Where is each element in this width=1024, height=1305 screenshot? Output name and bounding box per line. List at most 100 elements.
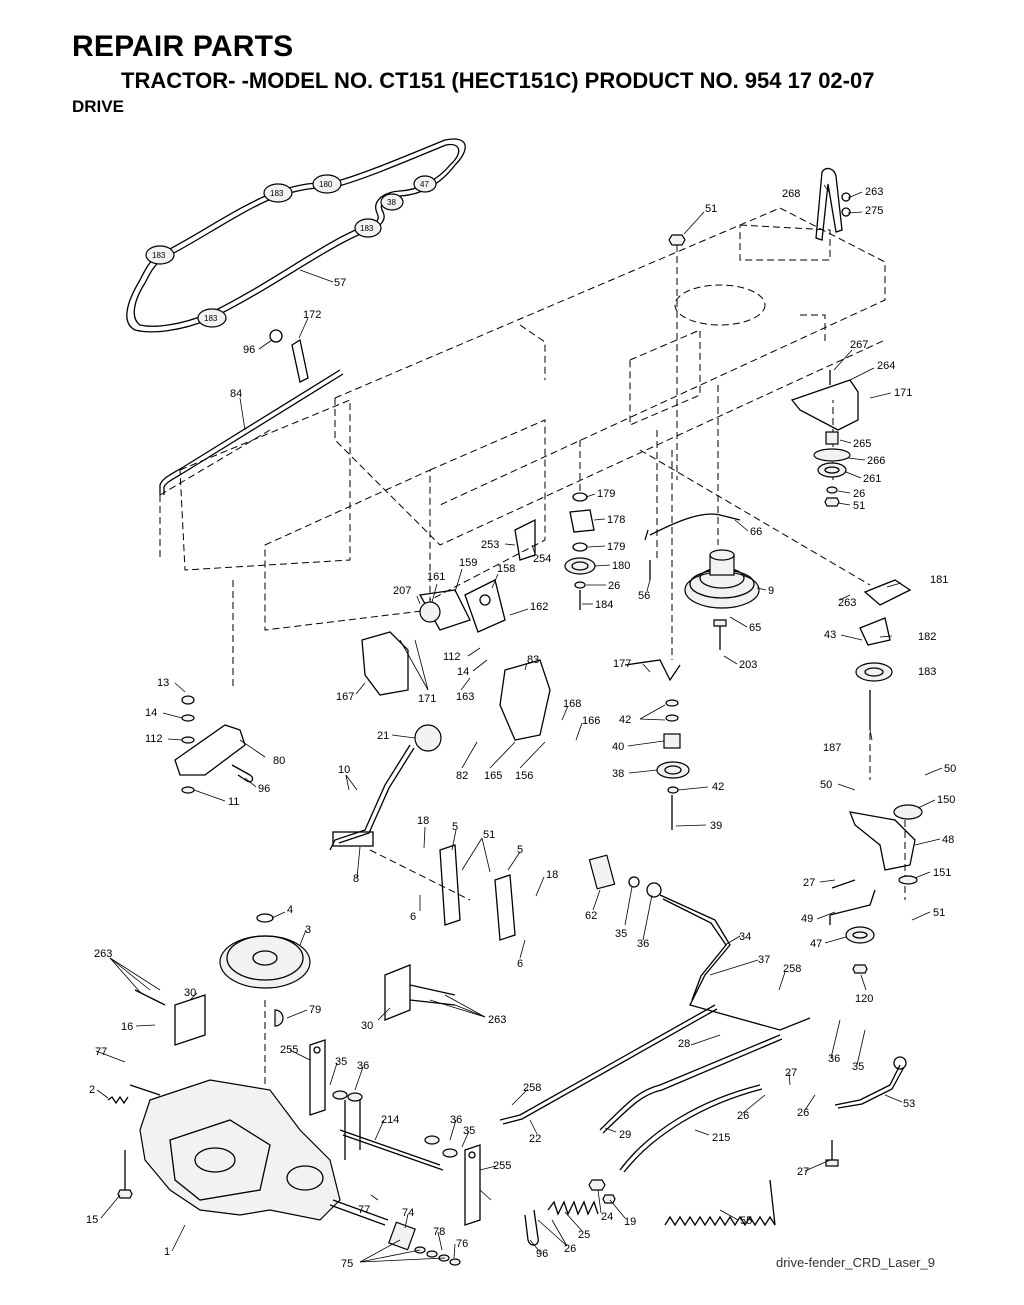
callout-42: 42 — [619, 714, 631, 726]
callout-36c: 36 — [450, 1114, 462, 1126]
callout-labels: 57 268 263 275 51 172 96 84 267 264 171 … — [86, 186, 956, 1270]
callout-5b: 5 — [517, 844, 523, 856]
bracket-172 — [269, 329, 309, 383]
model-subtitle: TRACTOR- -MODEL NO. CT151 (HECT151C) PRO… — [121, 68, 875, 93]
callout-266: 266 — [867, 455, 885, 467]
svg-text:180: 180 — [319, 180, 333, 189]
callout-150: 150 — [937, 794, 955, 806]
leader-lines — [95, 184, 943, 1263]
callout-62: 62 — [585, 910, 597, 922]
bolt-27 — [825, 1140, 839, 1167]
drawing-id: drive-fender_CRD_Laser_9 — [776, 1255, 935, 1270]
callout-30: 30 — [184, 987, 196, 999]
bracket-158 — [464, 579, 506, 633]
transmission-1 — [129, 1079, 389, 1226]
bracket-5-left — [439, 844, 461, 926]
callout-182: 182 — [918, 631, 936, 643]
spring-55 — [664, 1179, 776, 1227]
callout-35c: 35 — [463, 1125, 475, 1137]
callout-34: 34 — [739, 931, 751, 943]
callout-78: 78 — [433, 1226, 445, 1238]
callout-77: 77 — [95, 1046, 107, 1058]
callout-159: 159 — [459, 557, 477, 569]
callout-55: 55 — [740, 1215, 752, 1227]
callout-187: 187 — [823, 742, 841, 754]
callout-179: 179 — [597, 488, 615, 500]
callout-48: 48 — [942, 834, 954, 846]
callout-162: 162 — [530, 601, 548, 613]
callout-96b: 96 — [258, 783, 270, 795]
callout-22: 22 — [529, 1133, 541, 1145]
svg-text:38: 38 — [387, 198, 396, 207]
callout-51: 51 — [705, 203, 717, 215]
callout-36: 36 — [637, 938, 649, 950]
callout-35d: 35 — [852, 1061, 864, 1073]
callout-258: 258 — [783, 963, 801, 975]
callout-26c: 26 — [737, 1110, 749, 1122]
callout-5: 5 — [452, 821, 458, 833]
svg-text:183: 183 — [152, 251, 166, 260]
callout-14b: 14 — [145, 707, 157, 719]
callout-49: 49 — [801, 913, 813, 925]
svg-text:183: 183 — [360, 224, 374, 233]
callout-179b: 179 — [607, 541, 625, 553]
bracket-167 — [361, 631, 409, 696]
centerlines — [232, 245, 906, 1085]
hairpin-96-bottom — [524, 1209, 539, 1246]
callout-261: 261 — [863, 473, 881, 485]
callout-26: 26 — [853, 488, 865, 500]
callout-96: 96 — [243, 344, 255, 356]
callout-163: 163 — [456, 691, 474, 703]
callout-183: 183 — [918, 666, 936, 678]
callout-27b: 27 — [785, 1067, 797, 1079]
callout-158: 158 — [497, 563, 515, 575]
callout-112b: 112 — [145, 733, 163, 745]
callout-16: 16 — [121, 1021, 133, 1033]
callout-76: 76 — [456, 1238, 468, 1250]
callout-26d: 26 — [797, 1107, 809, 1119]
callout-10: 10 — [338, 764, 350, 776]
callout-51d: 51 — [933, 907, 945, 919]
bolt-15 — [117, 1150, 133, 1199]
callout-82: 82 — [456, 770, 468, 782]
callout-56: 56 — [638, 590, 650, 602]
callout-253: 253 — [481, 539, 499, 551]
idler-assembly-264 — [790, 370, 859, 507]
spring-25 — [547, 1200, 599, 1216]
callout-28: 28 — [678, 1038, 690, 1050]
callout-35b: 35 — [335, 1056, 347, 1068]
idler-assembly-183 — [855, 579, 912, 730]
callout-30b: 30 — [361, 1020, 373, 1032]
bracket-255-left — [309, 1039, 326, 1116]
hardware-24-19 — [588, 1179, 616, 1204]
callout-171: 171 — [894, 387, 912, 399]
callout-161: 161 — [427, 571, 445, 583]
callout-254: 254 — [533, 553, 551, 565]
rod-28 — [599, 1034, 783, 1134]
callout-36d: 36 — [828, 1053, 840, 1065]
callout-36b: 36 — [357, 1060, 369, 1072]
callout-255b: 255 — [493, 1160, 511, 1172]
callout-6: 6 — [410, 911, 416, 923]
rod-22 — [499, 1004, 718, 1125]
knob-21 — [414, 724, 442, 752]
callout-11: 11 — [228, 796, 239, 808]
callout-2: 2 — [89, 1084, 95, 1096]
section-title: DRIVE — [72, 97, 124, 116]
callout-26b: 26 — [608, 580, 620, 592]
callout-43: 43 — [824, 629, 836, 641]
pulley-stack-180 — [564, 492, 596, 610]
pulley-47 — [845, 926, 875, 974]
callout-6b: 6 — [517, 958, 523, 970]
callout-65: 65 — [749, 622, 761, 634]
svg-text:47: 47 — [420, 180, 429, 189]
callout-26e: 26 — [564, 1243, 576, 1255]
shift-lever-8 — [329, 744, 415, 851]
bracket-165 — [499, 659, 551, 741]
callout-4: 4 — [287, 904, 293, 916]
callout-21: 21 — [377, 730, 389, 742]
callout-79: 79 — [309, 1004, 321, 1016]
callout-19: 19 — [624, 1216, 636, 1228]
engine-pulley-9 — [684, 549, 760, 650]
callout-112: 112 — [443, 651, 461, 663]
